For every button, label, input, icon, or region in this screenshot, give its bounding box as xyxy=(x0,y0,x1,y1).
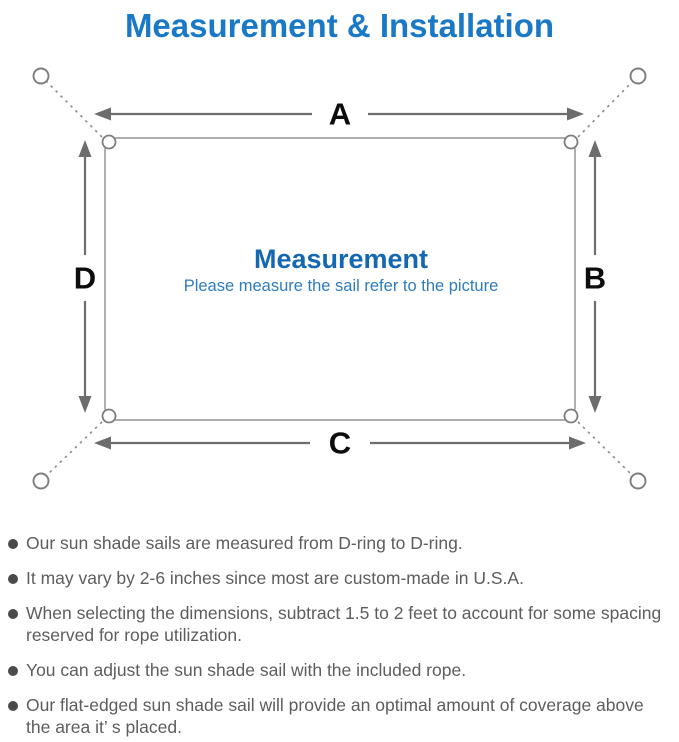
arrowhead-right-icon xyxy=(567,107,584,121)
anchor-ring-icon xyxy=(32,472,50,490)
rope-bottom-left xyxy=(46,421,103,476)
anchor-ring-icon xyxy=(32,67,50,85)
measurement-diagram-svg: A B C D Measurement Please measure the s… xyxy=(32,67,647,490)
dimension-arrow-a xyxy=(94,107,584,121)
note-text: It may vary by 2-6 inches since most are… xyxy=(26,568,524,588)
arrowhead-right-icon xyxy=(569,436,586,450)
arrowhead-left-icon xyxy=(94,107,111,121)
rope-top-right xyxy=(577,81,633,138)
anchor-rings xyxy=(32,67,647,490)
arrowhead-down-icon xyxy=(78,396,92,413)
note-item: You can adjust the sun shade sail with t… xyxy=(8,659,675,681)
arrowhead-up-icon xyxy=(78,140,92,157)
dimension-label-b: B xyxy=(584,261,606,296)
note-text: Our flat-edged sun shade sail will provi… xyxy=(26,695,644,737)
d-ring-icon xyxy=(101,408,117,424)
dimension-label-d: D xyxy=(74,261,96,296)
sail-rectangle xyxy=(104,137,576,421)
note-item: When selecting the dimensions, subtract … xyxy=(8,602,675,646)
bullet-icon xyxy=(8,666,18,676)
note-text: You can adjust the sun shade sail with t… xyxy=(26,660,467,680)
d-ring-icon xyxy=(101,134,117,150)
bullet-icon xyxy=(8,574,18,584)
dimension-arrow-d xyxy=(78,140,92,413)
infographic-page: { "title": "Measurement & Installation",… xyxy=(0,3,679,742)
arrowhead-down-icon xyxy=(588,396,602,413)
arrowhead-left-icon xyxy=(94,436,111,450)
bullet-icon xyxy=(8,539,18,549)
measurement-diagram: A B C D Measurement Please measure the s… xyxy=(0,53,679,508)
note-item: It may vary by 2-6 inches since most are… xyxy=(8,567,675,589)
dimension-arrow-c xyxy=(94,436,586,450)
bullet-icon xyxy=(8,701,18,711)
dimension-label-c: C xyxy=(329,426,351,461)
anchor-ring-icon xyxy=(629,67,647,85)
center-subtitle: Please measure the sail refer to the pic… xyxy=(184,277,499,295)
note-text: Our sun shade sails are measured from D-… xyxy=(26,533,463,553)
corner-ropes xyxy=(46,81,633,476)
note-text: When selecting the dimensions, subtract … xyxy=(26,603,662,645)
note-item: Our sun shade sails are measured from D-… xyxy=(8,532,675,554)
page-title: Measurement & Installation xyxy=(124,7,555,44)
bullet-icon xyxy=(8,609,18,619)
rope-top-left xyxy=(46,81,103,138)
dimension-arrow-b xyxy=(588,140,602,413)
notes-list: Our sun shade sails are measured from D-… xyxy=(0,532,679,738)
anchor-ring-icon xyxy=(629,472,647,490)
dimension-label-a: A xyxy=(329,97,351,132)
d-ring-icon xyxy=(563,134,579,150)
d-ring-corners xyxy=(101,134,579,424)
rope-bottom-right xyxy=(577,421,633,476)
arrowhead-up-icon xyxy=(588,140,602,157)
note-item: Our flat-edged sun shade sail will provi… xyxy=(8,694,675,738)
d-ring-icon xyxy=(563,408,579,424)
center-heading: Measurement xyxy=(254,244,428,274)
